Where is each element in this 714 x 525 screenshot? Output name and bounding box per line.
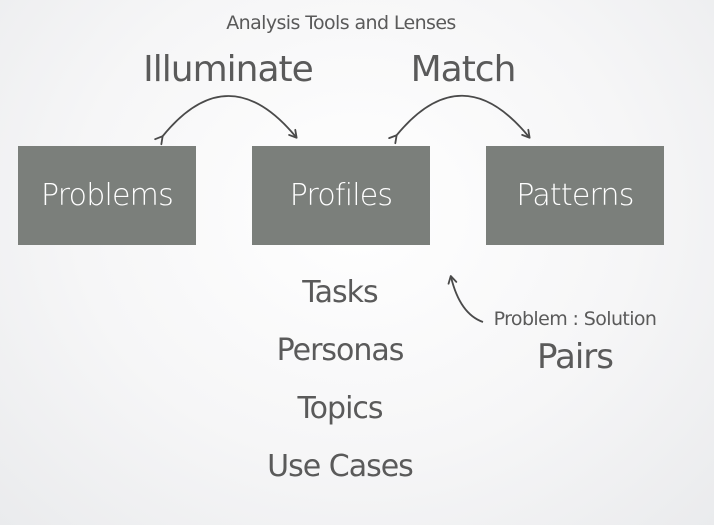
patterns-box: Patterns (486, 146, 664, 245)
profile-item-use-cases: Use Cases (267, 449, 414, 484)
profile-item-topics: Topics (297, 391, 383, 426)
profile-item-tasks: Tasks (302, 275, 378, 310)
match-arrow (388, 94, 531, 145)
pairs-arrow (447, 275, 484, 323)
profiles-box: Profiles (252, 146, 430, 245)
problem-solution-label: Problem : Solution (493, 308, 657, 330)
illuminate-arrow (154, 95, 298, 146)
profile-item-personas: Personas (276, 333, 405, 368)
problems-box: Problems (18, 146, 196, 245)
slide-subtitle: Analysis Tools and Lenses (226, 12, 456, 34)
match-label: Match (410, 49, 517, 90)
profiles-box-label: Profiles (289, 178, 393, 213)
pairs-label: Pairs (537, 337, 614, 377)
patterns-box-label: Patterns (516, 178, 634, 213)
problems-box-label: Problems (41, 178, 174, 213)
illuminate-label: Illuminate (143, 49, 314, 90)
